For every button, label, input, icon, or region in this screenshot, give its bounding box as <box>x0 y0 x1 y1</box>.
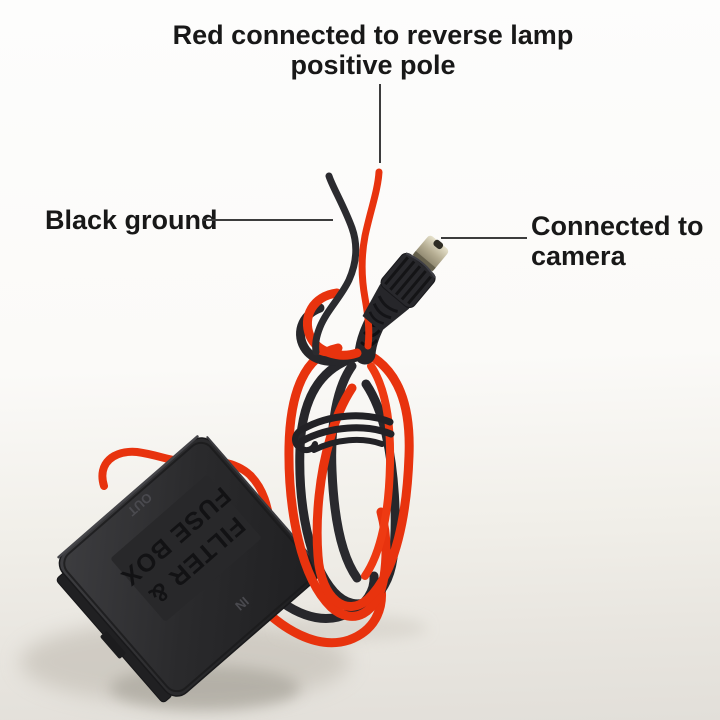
red-loop-big-right <box>312 347 414 611</box>
plug-neck-rib <box>377 295 399 313</box>
tie-wrap-3 <box>311 437 385 453</box>
annotation-black-ground: Black ground <box>45 205 218 235</box>
red-wire-box-arc <box>247 582 387 648</box>
annotation-red-wire-line1: Red connected to reverse lamp <box>172 20 574 50</box>
annotation-red-wire: Red connected to reverse lamp positive p… <box>153 20 593 80</box>
plug-tip-hole <box>433 239 444 250</box>
black-ground-wire <box>312 172 360 356</box>
annotation-red-wire-line2: positive pole <box>290 50 456 80</box>
tie-loop-end <box>292 426 318 454</box>
pointer-line-camera <box>441 237 527 239</box>
annotation-camera-line2: camera <box>531 241 626 271</box>
box-seam <box>63 441 315 693</box>
box-label-plate <box>111 475 261 621</box>
black-loop-inner <box>327 361 362 583</box>
pointer-line-red-wire <box>379 84 381 163</box>
dc-plug <box>362 235 449 332</box>
box-edge-highlight <box>57 435 199 559</box>
filter-fuse-box: FILTER & FUSE BOX OUT IN <box>56 435 322 703</box>
pointer-line-black-ground <box>202 219 333 221</box>
red-loop-inner-right <box>361 362 395 580</box>
box-lid-tab <box>100 631 126 659</box>
plug-neck-rib <box>372 303 392 320</box>
plug-highlight <box>405 252 436 279</box>
annotation-camera: Connected to camera <box>531 211 704 271</box>
plug-knurl-grooves <box>384 256 432 305</box>
cable-bundle <box>284 168 414 621</box>
plug-metal-collar <box>412 251 436 272</box>
tie-wrap-1 <box>299 412 394 433</box>
red-loop-top <box>302 288 362 360</box>
red-power-wire <box>358 168 383 350</box>
annotation-camera-line1: Connected to <box>531 211 704 241</box>
plug-neck-rib <box>368 311 385 325</box>
tie-wrap-2 <box>298 424 395 445</box>
